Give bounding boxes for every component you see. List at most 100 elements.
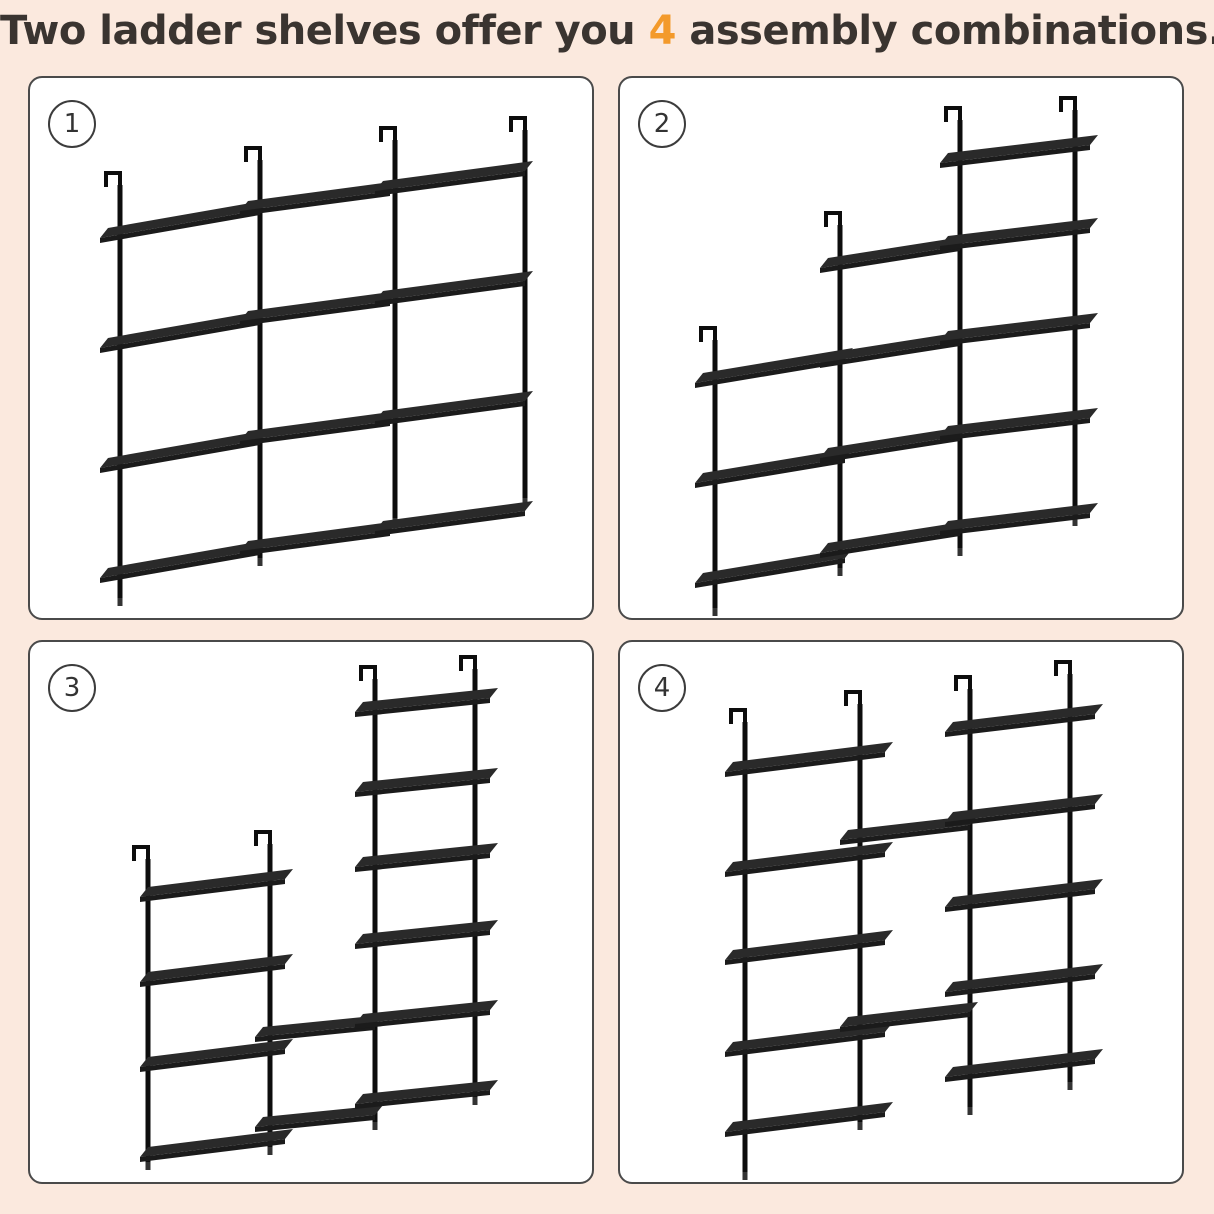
shelf-board	[240, 411, 398, 446]
shelf-top-face	[945, 964, 1103, 992]
shelf-front-edge	[725, 852, 885, 877]
headline-text-before: Two ladder shelves offer you	[0, 8, 649, 54]
wall-hook-icon	[254, 830, 272, 846]
shelf-combination-2-illustration	[695, 96, 1098, 616]
shelf-board	[140, 869, 293, 902]
shelf-board	[100, 200, 268, 243]
wall-hook-icon	[1054, 660, 1072, 676]
shelf-top-face	[725, 1102, 893, 1132]
shelf-top-face	[695, 548, 853, 583]
shelf-front-edge	[355, 1010, 490, 1029]
combination-panel-1: 1	[28, 76, 594, 620]
shelf-front-edge	[355, 698, 490, 717]
ladder-rail	[359, 665, 378, 1130]
shelf-top-face	[140, 1039, 293, 1067]
wall-hook-icon	[699, 326, 717, 342]
headline-text-after: assembly combinations.	[675, 8, 1214, 54]
shelf-board	[140, 1129, 293, 1162]
shelf-board	[940, 313, 1098, 346]
shelf-front-edge	[255, 1115, 375, 1132]
shelf-board	[725, 842, 893, 877]
shelf-top-face	[945, 1049, 1103, 1077]
shelf-top-face	[240, 521, 398, 551]
shelf-front-edge	[820, 246, 960, 273]
shelf-top-face	[725, 742, 893, 772]
rail-foot	[837, 568, 843, 576]
combination-panel-3: 3	[28, 640, 594, 1184]
shelf-top-face	[940, 313, 1098, 341]
shelf-front-edge	[255, 1025, 375, 1042]
shelf-front-edge	[355, 778, 490, 797]
shelf-front-edge	[945, 1059, 1095, 1082]
shelf-board	[375, 161, 533, 196]
shelf-top-face	[375, 501, 533, 531]
shelf-front-edge	[375, 171, 525, 196]
shelf-top-face	[100, 310, 268, 348]
shelf-front-edge	[940, 513, 1090, 536]
rail-foot	[1072, 518, 1078, 526]
rail-foot	[145, 1162, 151, 1170]
shelf-front-edge	[140, 964, 285, 987]
shelf-board	[100, 430, 268, 473]
rail-foot	[472, 1097, 478, 1105]
wall-hook-icon	[944, 106, 962, 122]
shelf-front-edge	[945, 714, 1095, 737]
shelf-top-face	[820, 521, 968, 553]
rail-foot	[372, 1122, 378, 1130]
wall-hook-icon	[359, 665, 377, 681]
shelf-board	[355, 1000, 498, 1029]
shelf-front-edge	[100, 210, 260, 243]
shelf-front-edge	[375, 511, 525, 536]
shelf-front-edge	[100, 440, 260, 473]
shelf-board	[945, 704, 1103, 737]
shelf-front-edge	[100, 550, 260, 583]
shelf-combination-4-illustration	[725, 660, 1103, 1180]
wall-hook-icon	[824, 211, 842, 227]
shelf-front-edge	[725, 1032, 885, 1057]
shelf-front-edge	[140, 879, 285, 902]
shelf-front-edge	[820, 436, 960, 463]
shelf-front-edge	[725, 1112, 885, 1137]
shelf-top-face	[355, 1000, 498, 1024]
shelf-front-edge	[725, 940, 885, 965]
shelf-top-face	[240, 181, 398, 211]
shelf-board	[240, 291, 398, 326]
combination-number-badge: 4	[638, 664, 686, 712]
shelf-board	[695, 548, 853, 588]
shelf-board	[100, 540, 268, 583]
shelf-top-face	[100, 430, 268, 468]
shelf-board	[255, 1105, 383, 1132]
shelf-top-face	[840, 815, 978, 840]
shelf-board	[255, 1015, 383, 1042]
wall-hook-icon	[379, 126, 397, 142]
shelf-board	[940, 135, 1098, 168]
ladder-rail	[509, 116, 528, 506]
shelf-front-edge	[375, 281, 525, 306]
shelf-board	[240, 181, 398, 216]
wall-hook-icon	[132, 845, 150, 861]
shelf-board	[940, 408, 1098, 441]
shelf-top-face	[940, 135, 1098, 163]
rail-foot	[257, 558, 263, 566]
shelf-board	[940, 218, 1098, 251]
shelf-board	[945, 879, 1103, 912]
shelf-board	[945, 964, 1103, 997]
ladder-rail	[844, 690, 863, 1130]
shelf-board	[695, 448, 853, 488]
ladder-rail	[104, 171, 123, 606]
wall-hook-icon	[1059, 96, 1077, 112]
shelf-top-face	[840, 1002, 978, 1027]
shelf-top-face	[820, 426, 968, 458]
combination-number-badge: 2	[638, 100, 686, 148]
shelf-top-face	[255, 1105, 383, 1127]
rail-foot	[1067, 1082, 1073, 1090]
shelf-top-face	[140, 954, 293, 982]
shelf-front-edge	[695, 558, 845, 588]
shelf-front-edge	[140, 1139, 285, 1162]
ladder-rail	[1054, 660, 1073, 1090]
wall-hook-icon	[459, 655, 477, 671]
combination-number-badge: 3	[48, 664, 96, 712]
rail-foot	[967, 1107, 973, 1115]
shelf-front-edge	[355, 930, 490, 949]
shelf-top-face	[240, 411, 398, 441]
